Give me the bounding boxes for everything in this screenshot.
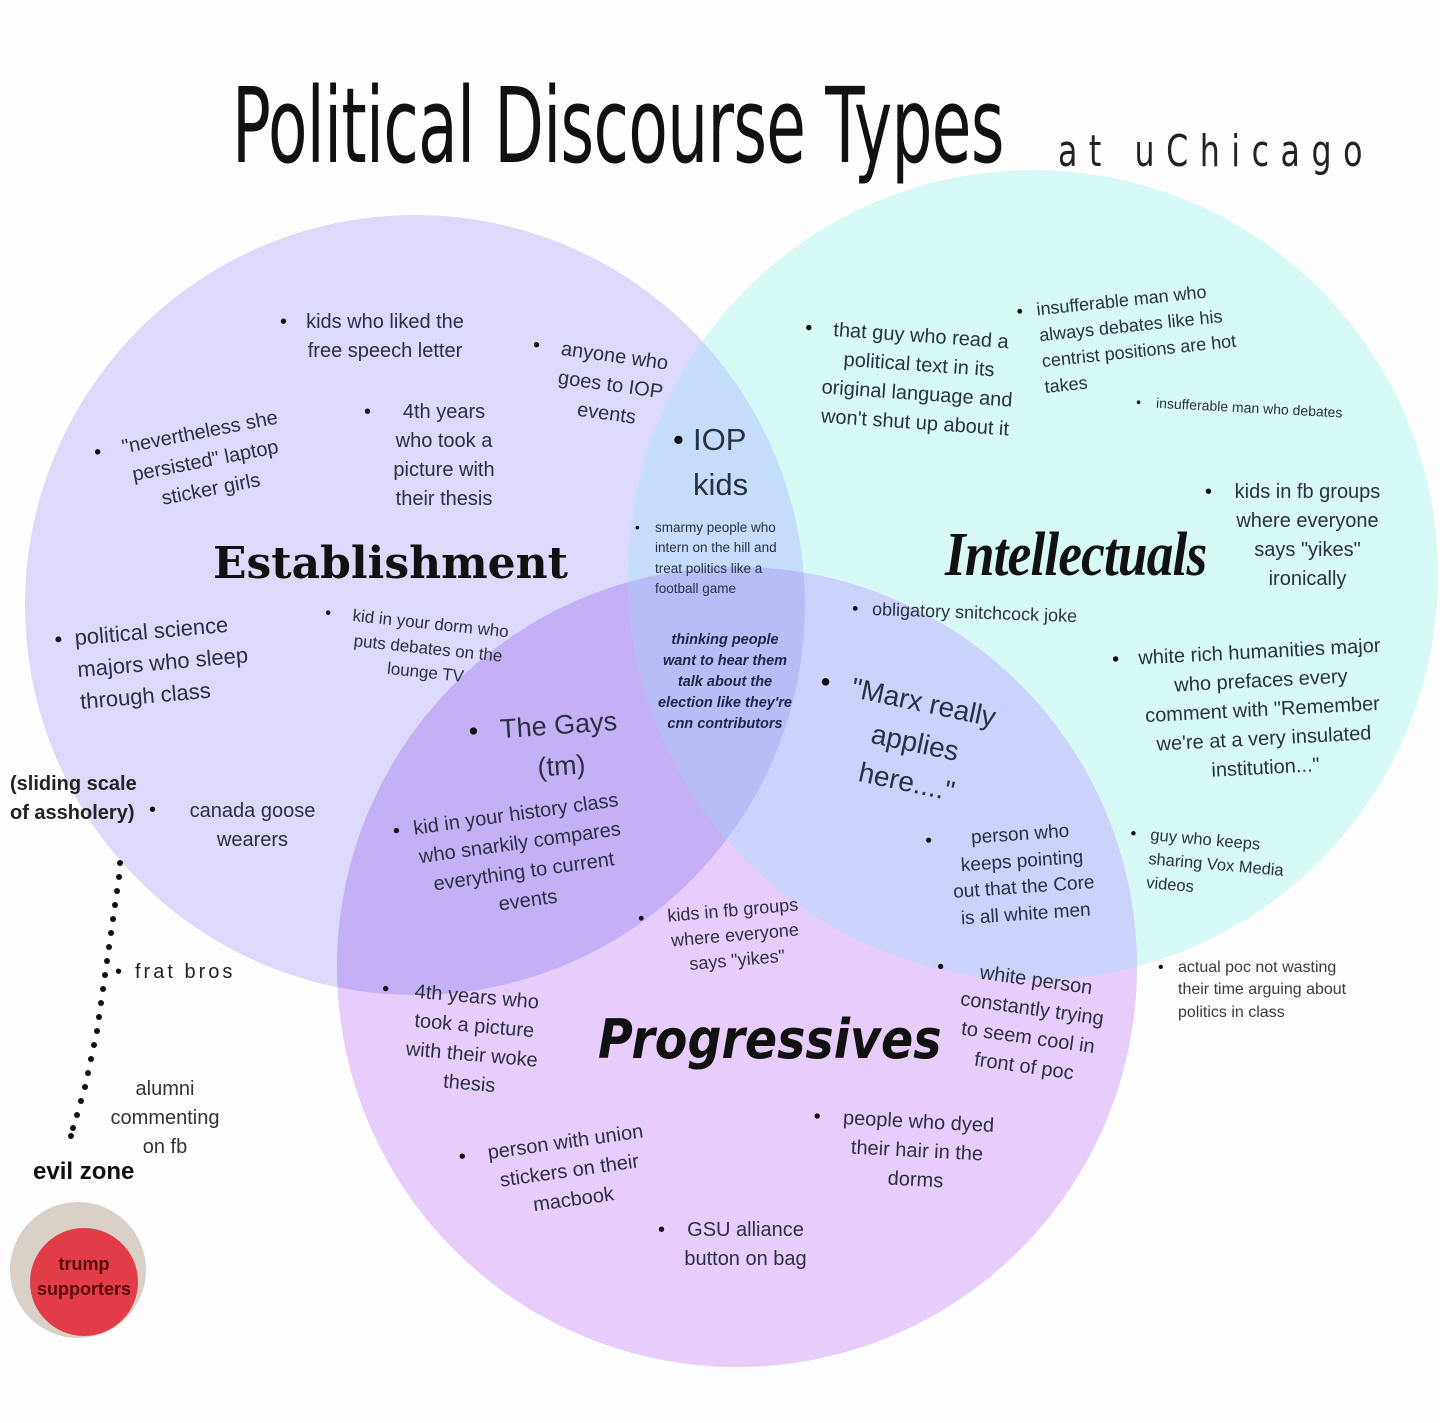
progressives-item: GSU alliance button on bag <box>658 1216 813 1274</box>
intellectuals-item: guy who keeps sharing Vox Media videos <box>1145 824 1311 909</box>
trump-supporters-label: trump supporters <box>36 1254 132 1300</box>
establishment-heading: Establishment <box>213 538 568 589</box>
intellectuals-item: insufferable man who always debates like… <box>1035 274 1260 400</box>
progressives-item: 4th years who took a picture with their … <box>393 977 553 1106</box>
page-title: Political Discourse Types <box>232 65 1004 187</box>
sliding-scale-bullet: • <box>149 799 157 821</box>
est-int-item: smarmy people who intern on the hill and… <box>635 518 795 599</box>
iop-kids-item: IOP kids <box>673 418 773 508</box>
intellectuals-item: that guy who read a political text in it… <box>818 315 1018 444</box>
establishment-item: canada goose wearers <box>189 800 316 851</box>
alumni-label: alumni commenting on fb <box>110 1078 220 1158</box>
progressives-item: kids in fb groups where everyone says "y… <box>657 892 813 980</box>
progressives-heading: Progressives <box>598 1008 942 1071</box>
the-gays-item: The Gays (tm) <box>487 700 632 791</box>
poc-note: actual poc not wasting their time arguin… <box>1158 957 1358 1024</box>
frat-bros-label: frat bros <box>115 958 235 987</box>
intellectuals-item: white rich humanities major who prefaces… <box>1131 631 1393 789</box>
int-prog-item: person who keeps pointing out that the C… <box>944 817 1101 934</box>
establishment-item: kids who liked the free speech letter <box>280 308 470 366</box>
intellectuals-item: kids in fb groups where everyone says "y… <box>1205 478 1390 594</box>
establishment-item: 4th years who took a picture with their … <box>364 398 504 514</box>
trump-supporters-circle <box>30 1228 138 1336</box>
intellectuals-heading: Intellectuals <box>945 521 1207 589</box>
establishment-item: anyone who goes to IOP events <box>543 334 679 438</box>
center-item: thinking people want to hear them talk a… <box>657 632 792 733</box>
progressives-item: people who dyed their hair in the dorms <box>830 1104 1004 1200</box>
establishment-item: political science majors who sleep throu… <box>73 604 291 718</box>
page-subtitle: at uChicago <box>1058 126 1375 177</box>
sliding-scale-label: (sliding scale of assholery) <box>10 773 137 824</box>
progressives-item: white person constantly trying to seem c… <box>943 955 1118 1092</box>
sliding-scale-dotted-line <box>68 860 123 1139</box>
evil-zone-label: evil zone <box>33 1158 135 1185</box>
